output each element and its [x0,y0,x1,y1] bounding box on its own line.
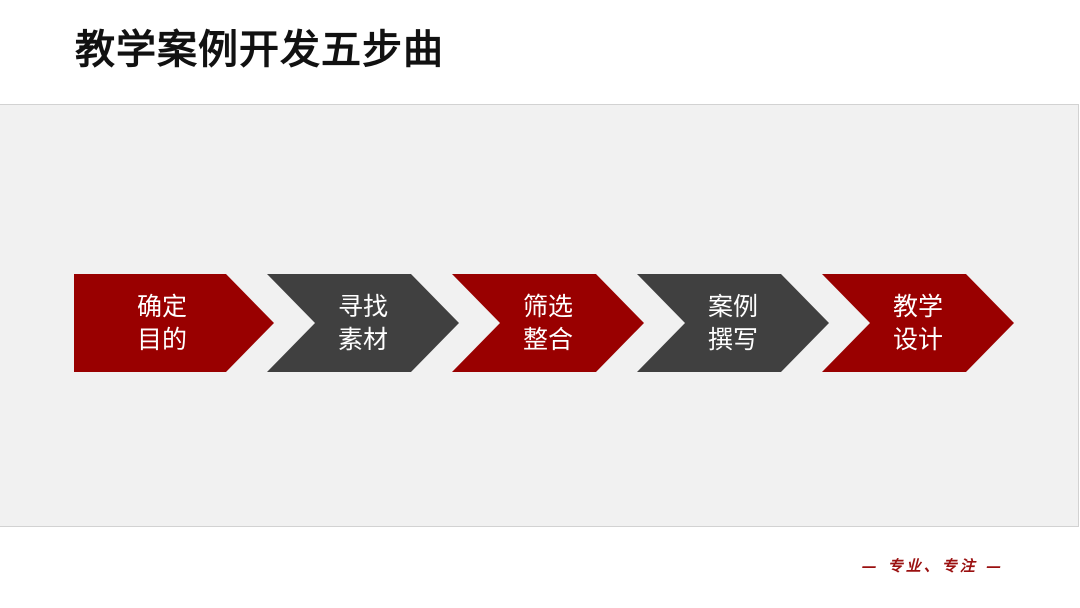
footer-slogan: — 专业、专注 — [861,557,1004,575]
slide-title: 教学案例开发五步曲 [75,27,444,73]
step-5-arrow [822,274,1014,372]
step-4-label: 案例 撰写 [685,274,781,372]
step-2-label-line1: 寻找 [337,292,388,321]
step-4: 案例 撰写 [637,274,829,372]
step-1-arrow-shape [74,274,274,372]
step-1-label-line2: 目的 [136,325,187,354]
step-2-label-line2: 素材 [337,325,388,354]
step-4-label-line2: 撰写 [707,325,758,354]
step-4-arrow [637,274,829,372]
step-3-label-line2: 整合 [522,325,573,354]
step-5-arrow-shape [822,274,1014,372]
step-1-arrow [74,274,274,372]
step-1-label: 确定 目的 [104,274,220,372]
step-3: 筛选 整合 [452,274,644,372]
step-3-label-line1: 筛选 [522,292,573,321]
step-3-arrow [452,274,644,372]
step-4-label-line1: 案例 [707,292,758,321]
step-3-arrow-shape [452,274,644,372]
step-5-label-line2: 设计 [892,325,943,354]
step-5-label-line1: 教学 [892,292,943,321]
step-2-arrow [267,274,459,372]
step-3-label: 筛选 整合 [500,274,596,372]
step-1: 确定 目的 [74,274,274,372]
step-2-arrow-shape [267,274,459,372]
step-4-arrow-shape [637,274,829,372]
step-1-label-line1: 确定 [136,292,187,321]
step-2-label: 寻找 素材 [315,274,411,372]
step-5: 教学 设计 [822,274,1014,372]
step-5-label: 教学 设计 [870,274,966,372]
step-2: 寻找 素材 [267,274,459,372]
